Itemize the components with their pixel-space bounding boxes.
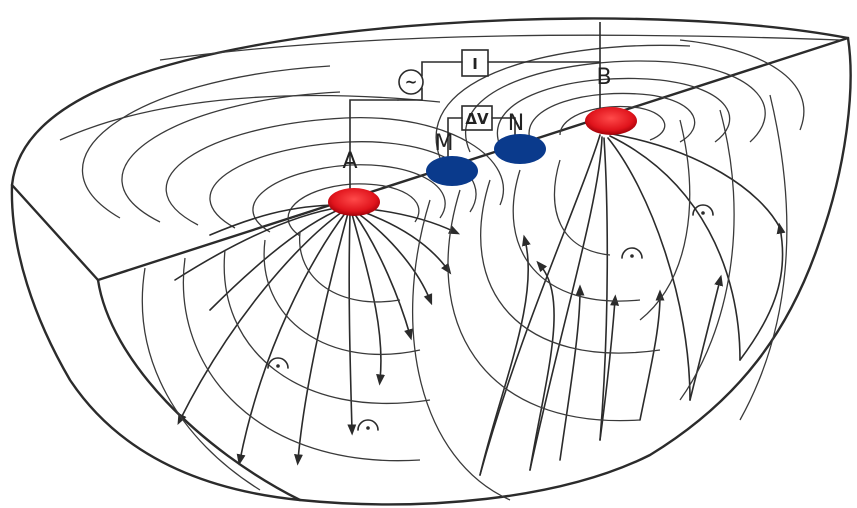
source-symbol: ~ — [405, 73, 418, 91]
current-electrode-a — [328, 188, 380, 216]
section-corner-edge — [98, 280, 300, 500]
potential-electrode-n — [494, 134, 546, 164]
electrode-m-label: M — [435, 131, 454, 156]
current-electrode-b — [585, 107, 637, 135]
voltmeter-label: ΔV — [465, 110, 489, 128]
ammeter-label: I — [472, 55, 478, 73]
surface-front-edge — [98, 38, 848, 280]
current-lines-b — [480, 134, 783, 475]
voltmeter: ΔV — [462, 106, 492, 130]
electrode-b-label: B — [596, 65, 611, 90]
electrode-n-label: N — [508, 111, 524, 136]
earth-body — [12, 18, 851, 504]
section-equipotentials — [142, 95, 787, 500]
ammeter: I — [462, 50, 488, 76]
surface-left-edge — [12, 185, 98, 280]
ac-source: ~ — [399, 70, 423, 94]
right-angle-markers — [268, 205, 713, 430]
electrode-a-label: A — [342, 149, 357, 174]
potential-electrode-m — [426, 156, 478, 186]
